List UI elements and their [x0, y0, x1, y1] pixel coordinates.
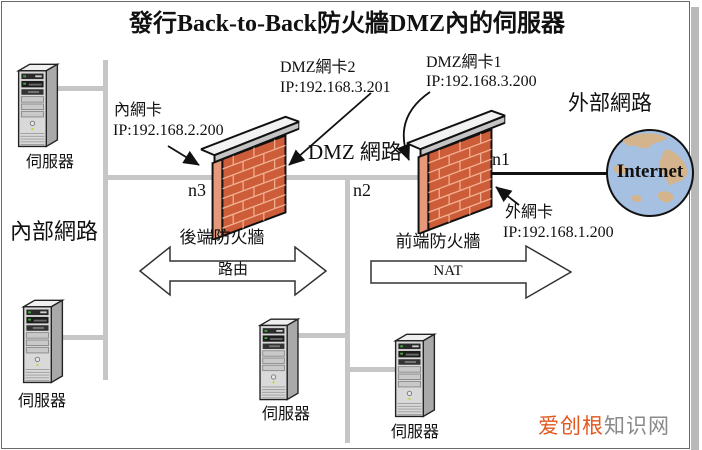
nat-label: NAT — [433, 263, 463, 279]
dmz2-nic-arrow — [288, 92, 372, 166]
routing-flow-arrow — [138, 245, 328, 297]
internal-nic-name: 內網卡 — [114, 102, 163, 119]
watermark-brand: 爱创根 — [538, 415, 604, 438]
front-firewall-icon — [406, 96, 506, 234]
watermark-link[interactable]: 爱创根知识网 — [538, 410, 670, 440]
server-label: 伺服器 — [391, 424, 440, 441]
server3-connector — [297, 333, 347, 338]
dmz2-nic-ip: IP:192.168.3.201 — [280, 79, 391, 96]
internal-nic-arrow — [167, 145, 200, 166]
dmz2-nic-name: DMZ網卡2 — [280, 59, 356, 76]
dmz1-nic-name: DMZ網卡1 — [426, 54, 502, 71]
server-icon — [18, 292, 68, 388]
back-firewall-label: 後端防火牆 — [179, 228, 265, 247]
server-label: 伺服器 — [18, 393, 67, 410]
dmz1-nic-ip: IP:192.168.3.200 — [426, 73, 537, 90]
external-network-line — [490, 172, 612, 175]
frame-shadow — [691, 7, 699, 450]
dmz1-nic-arrow — [396, 91, 431, 161]
server2-connector — [58, 335, 105, 340]
server-label: 伺服器 — [26, 154, 75, 171]
nat-flow-arrow — [370, 244, 573, 300]
port-n3-label: n3 — [188, 180, 206, 200]
server-icon — [390, 326, 440, 422]
external-network-label: 外部網路 — [568, 91, 652, 115]
port-n2-label: n2 — [353, 180, 371, 200]
server4-connector — [348, 367, 396, 372]
internal-network-bus — [103, 60, 108, 380]
server1-connector — [55, 86, 105, 91]
front-firewall-label: 前端防火牆 — [395, 232, 481, 251]
server-icon — [13, 56, 63, 152]
diagram-frame — [1, 1, 690, 449]
external-nic-ip: IP:192.168.1.200 — [503, 224, 614, 241]
internal-network-label: 內部網路 — [10, 219, 99, 244]
internet-label: Internet — [616, 161, 684, 182]
external-nic-arrow — [495, 186, 520, 206]
internet-globe-icon — [606, 129, 694, 217]
dmz-network-bus — [345, 175, 350, 443]
diagram-title: 發行Back-to-Back防火牆DMZ內的伺服器 — [129, 11, 565, 37]
internal-nic-ip: IP:192.168.2.200 — [113, 122, 224, 139]
server-icon — [254, 311, 304, 405]
external-nic-name: 外網卡 — [505, 204, 554, 221]
watermark-suffix: 知识网 — [604, 415, 670, 438]
server-label: 伺服器 — [262, 406, 311, 423]
routing-label: 路由 — [217, 262, 248, 278]
port-n1-label: n1 — [492, 149, 510, 169]
dmz-network-label: DMZ 網路 — [308, 140, 402, 164]
